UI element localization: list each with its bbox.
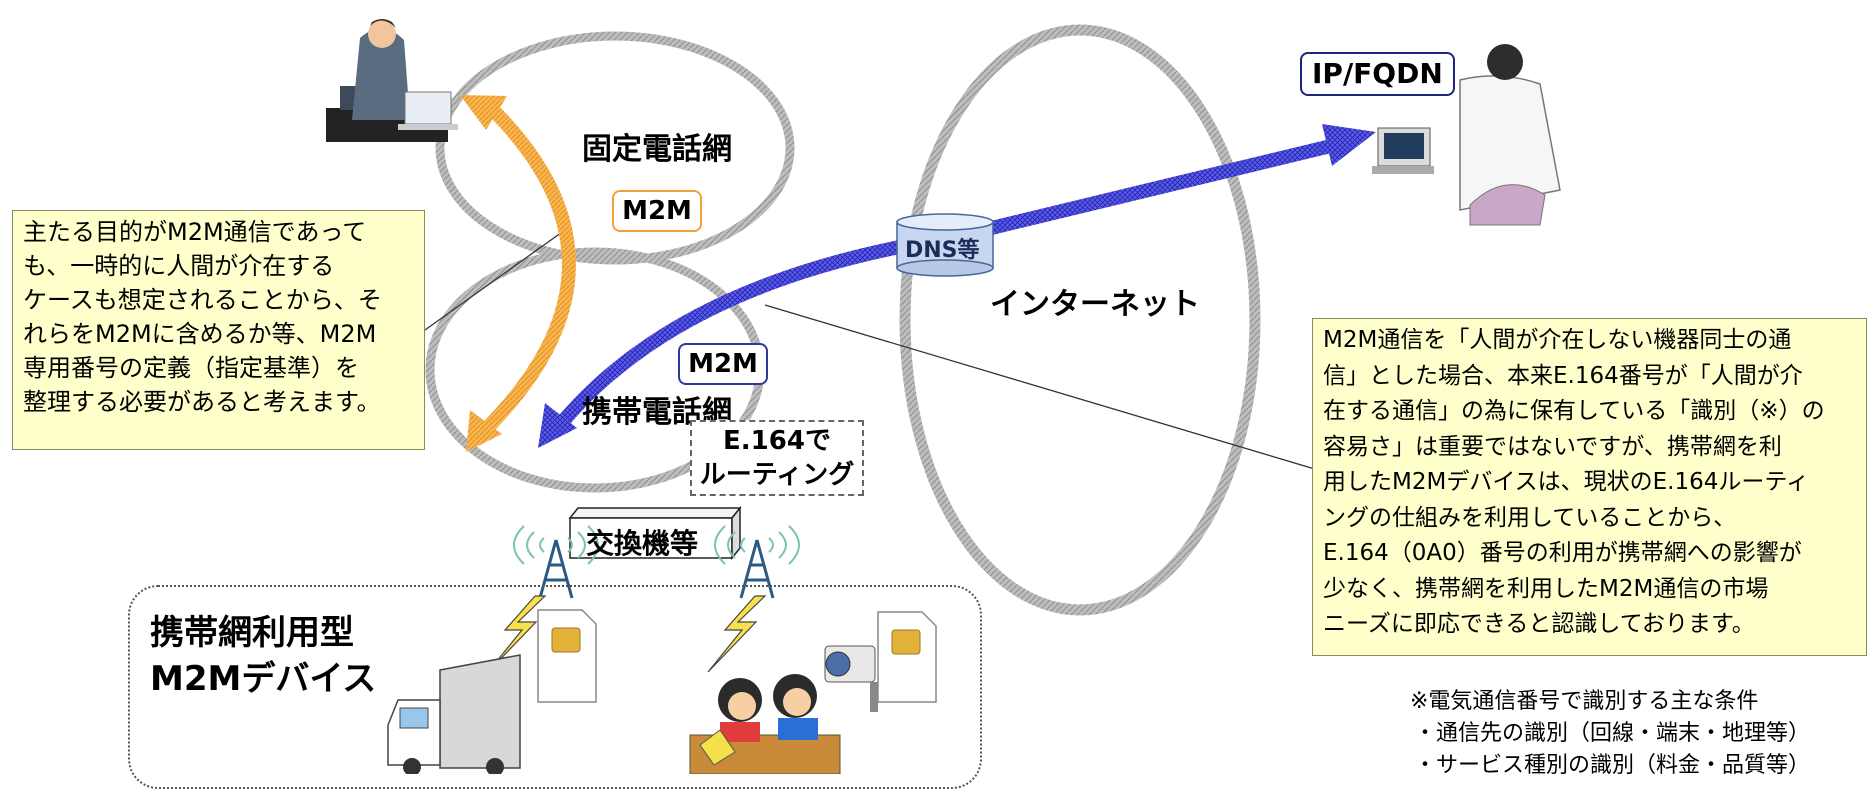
left-note-line: 専用番号の定義（指定基準）を — [23, 354, 359, 382]
right-note-line: ニーズに即応できると認識しております。 — [1323, 611, 1755, 637]
lightning-right-icon — [707, 595, 767, 673]
left-note-line: ケースも想定されることから、そ — [23, 286, 382, 314]
fixed-network-label: 固定電話網 — [582, 132, 732, 167]
antenna-right-icon — [714, 525, 800, 599]
dns-database-icon — [896, 213, 994, 277]
device-title-line-1: 携帯網利用型 — [150, 613, 354, 653]
footnote-line: ・通信先の識別（回線・端末・地理等） — [1414, 721, 1811, 746]
device-title: 携帯網利用型 M2Mデバイス — [150, 610, 376, 702]
right-note-line: 少なく、携帯網を利用したM2M通信の市場 — [1323, 575, 1769, 602]
children-camera-icon — [689, 645, 878, 774]
sim-card-left-icon — [537, 609, 597, 703]
pc-user-icon — [1372, 44, 1561, 226]
routing-line-2: ルーティング — [699, 460, 855, 490]
lightning-left-icon — [487, 595, 547, 673]
ip-fqdn-box: IP/FQDN — [1300, 52, 1455, 96]
right-note-line: 信」とした場合、本来E.164番号が「人間が介 — [1323, 362, 1803, 389]
left-note: 主たる目的がM2M通信であって も、一時的に人間が介在する ケースも想定されるこ… — [12, 210, 425, 450]
left-note-line: れらをM2Mに含めるか等、M2M — [23, 320, 377, 348]
m2m-fixed-bubble: M2M — [612, 190, 702, 232]
exchange-label: 交換機等 — [586, 527, 699, 560]
m2m-mobile-bubble: M2M — [678, 343, 768, 385]
device-title-line-2: M2Mデバイス — [150, 659, 377, 699]
left-note-line: 整理する必要があると考えます。 — [23, 388, 381, 416]
office-worker-icon — [326, 19, 458, 142]
antenna-left-icon — [513, 525, 599, 599]
right-note-line: 在する通信」の為に保有している「識別（※）の — [1323, 398, 1825, 424]
footnote-line: ※電気通信番号で識別する主な条件 — [1410, 689, 1759, 714]
footnote-line: ・サービス種別の識別（料金・品質等） — [1414, 753, 1811, 778]
left-note-leader — [424, 229, 566, 331]
fixed-network-ring — [435, 31, 795, 265]
left-note-line: 主たる目的がM2M通信であって — [23, 218, 367, 246]
blue-m2m-arrow — [554, 138, 1337, 430]
dns-label: DNS等 — [905, 238, 980, 263]
routing-line-1: E.164で — [723, 426, 831, 456]
right-note-line: M2M通信を「人間が介在しない機器同士の通 — [1323, 327, 1792, 353]
internet-label: インターネット — [990, 287, 1200, 322]
internet-ring — [899, 24, 1261, 616]
footnote: ※電気通信番号で識別する主な条件 ・通信先の識別（回線・端末・地理等） ・サービ… — [1410, 686, 1810, 782]
left-note-line: も、一時的に人間が介在する — [23, 252, 335, 280]
right-note-line: 容易さ」は重要ではないですが、携帯網を利 — [1323, 433, 1782, 460]
truck-icon — [387, 654, 521, 774]
right-note-line: E.164（0A0）番号の利用が携帯網への影響が — [1323, 540, 1802, 566]
right-note-line: ングの仕組みを利用していることから、 — [1323, 504, 1737, 531]
e164-routing-box: E.164で ルーティング — [690, 420, 864, 496]
orange-m2m-arrow — [475, 107, 576, 441]
right-note-leader — [764, 304, 1319, 471]
right-note: M2M通信を「人間が介在しない機器同士の通 信」とした場合、本来E.164番号が… — [1312, 318, 1867, 656]
right-note-line: 用したM2Mデバイスは、現状のE.164ルーティ — [1323, 469, 1809, 495]
